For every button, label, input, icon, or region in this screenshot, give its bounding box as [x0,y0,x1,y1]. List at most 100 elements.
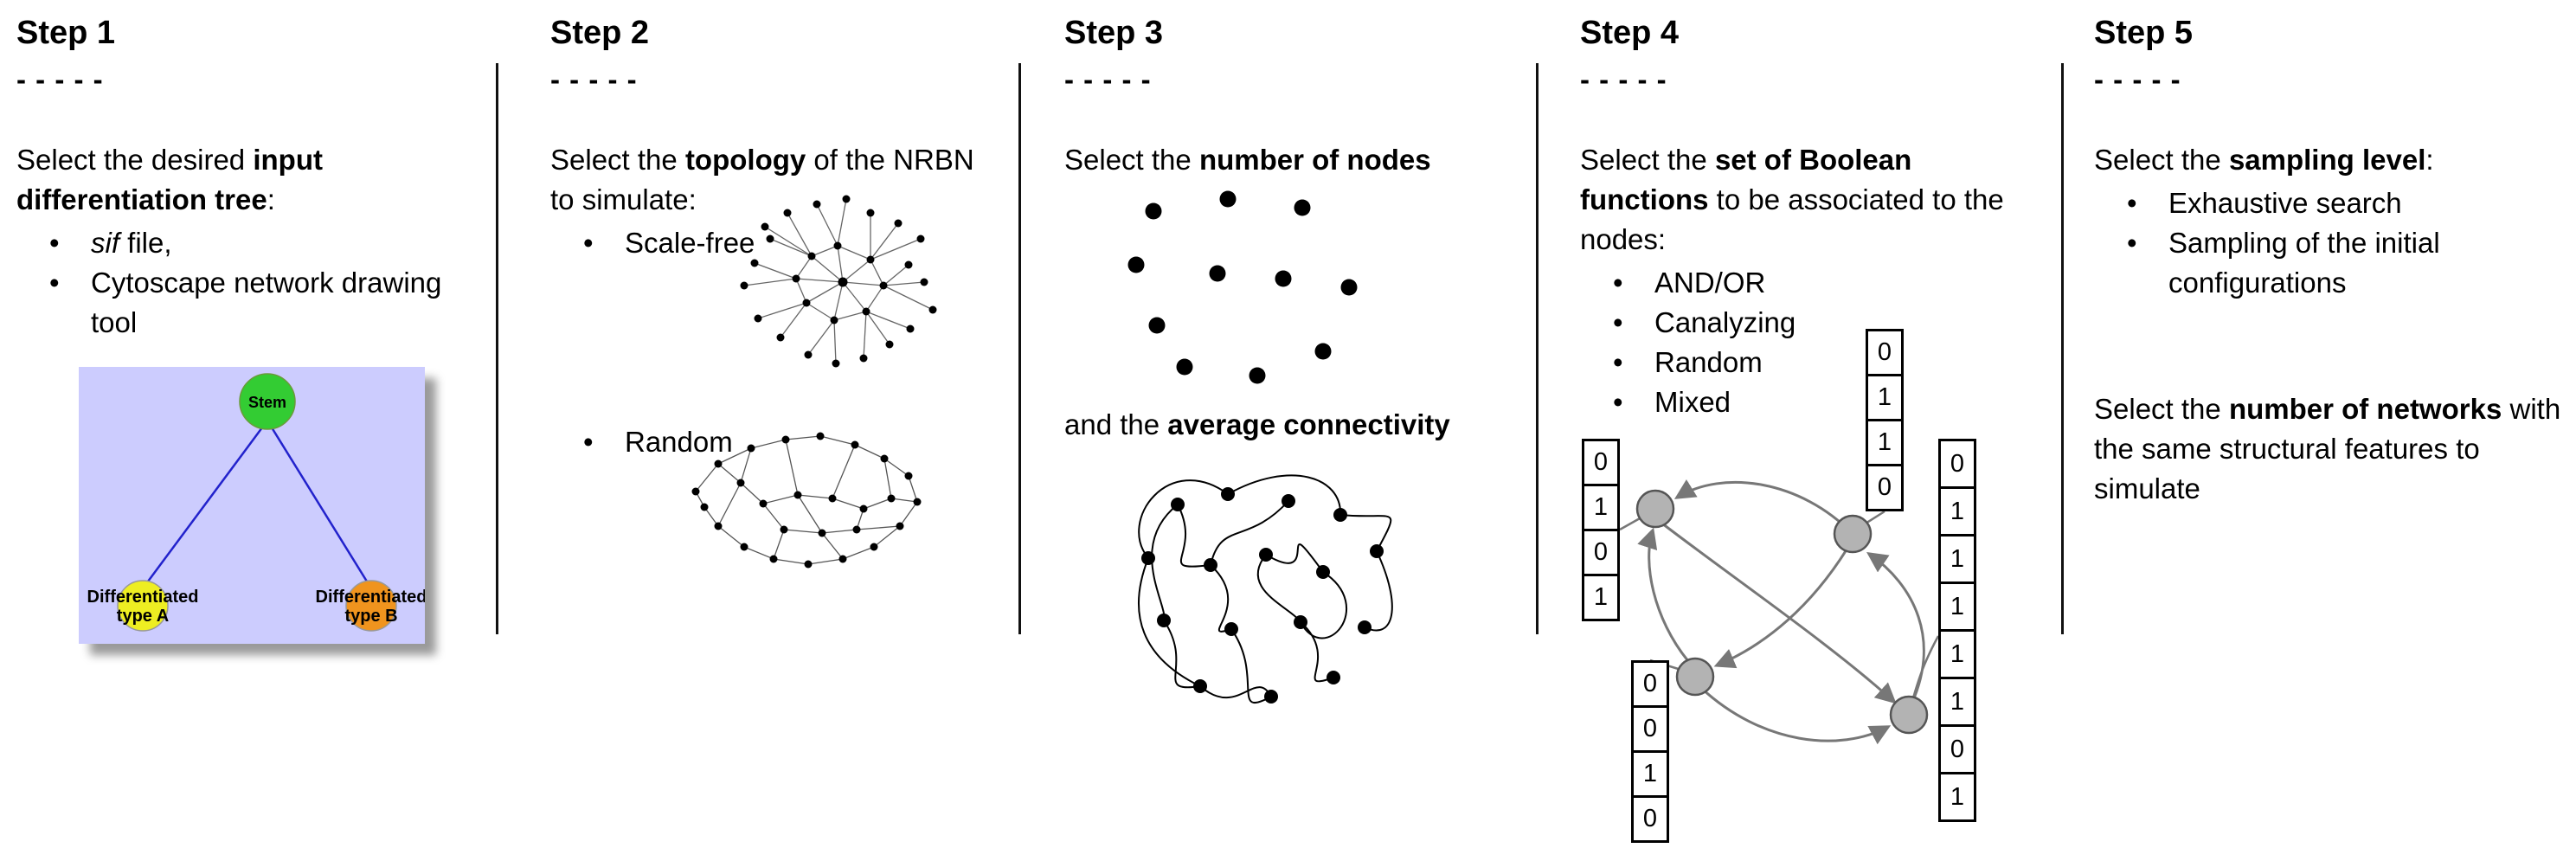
intro-text: to be associated to the nodes: [1580,183,2004,255]
step-5-bullet-list: Exhaustive search Sampling of the initia… [2094,183,2576,303]
bullet-text: Canalyzing [1654,306,1796,338]
list-item: Random [583,422,983,462]
nodes-dots-figure [1127,190,1358,384]
intro-text: of the NRBN to simulate: [550,144,974,215]
step-1-bullet-list: sif file, Cytoscape network drawing tool [16,223,479,343]
list-item: AND/OR [1613,263,2030,303]
step-5-sampling-text: Select the sampling level: [2094,140,2576,180]
step-3-dashes: - - - - - [1064,63,1152,95]
step-2-dashes: - - - - - [550,63,638,95]
intro-text: Select the desired [16,144,254,176]
column-divider [496,63,498,634]
random-network-edges [695,435,918,565]
truth-table-cell: 0 [1582,529,1620,576]
truth-table-cell: 0 [1866,329,1904,376]
step-1-column: Step 1 - - - - - Select the desired inpu… [16,14,479,644]
differentiation-tree-svg: Stem Differentiated type A Differentiate… [79,367,427,644]
stem-node [239,373,296,430]
truth-table-cell: 0 [1582,439,1620,486]
tree-edges [141,420,373,589]
list-item: Mixed [1613,382,2030,422]
intro-bold: number of networks [2228,393,2502,425]
truth-table-top: 0 1 1 0 [1866,329,1904,511]
truth-table-bottom-left: 0 0 1 0 [1631,660,1669,843]
step-1-intro: Select the desired input differentiation… [16,140,479,220]
truth-table-cell: 1 [1631,750,1669,798]
intro-text: Select the [1580,144,1715,176]
truth-table-left: 0 1 0 1 [1582,439,1620,621]
step-5-title: Step 5 [2094,15,2194,51]
truth-table-cell: 1 [1938,534,1976,584]
bullet-text: Exhaustive search [2168,187,2402,219]
step-4-title: Step 4 [1580,15,1680,51]
dots [1127,190,1358,384]
boolean-functions-figure: 0 1 1 0 0 1 0 1 0 0 1 0 0 1 1 1 1 1 0 1 [1580,320,1995,861]
truth-table-cell: 1 [1582,484,1620,531]
column-divider [1018,63,1021,634]
intro-text: with the same structural features to sim… [2094,393,2561,504]
intro-bold: topology [684,144,806,176]
intro-bold: average connectivity [1167,408,1450,440]
regulation-arrows [1637,479,1925,745]
intro-text: Select the [2094,393,2229,425]
step-4-intro: Select the set of Boolean functions to b… [1580,140,2030,260]
step-4-dashes: - - - - - [1580,63,1667,95]
list-item: Canalyzing [1613,303,2030,343]
intro-text: and the [1064,408,1168,440]
truth-table-cell: 0 [1631,660,1669,708]
connectivity-edges [1138,474,1393,704]
step-2-bullet-list: Scale-free Random [550,223,983,462]
list-item: Cytoscape network drawing tool [49,263,479,343]
truth-table-cell: 1 [1938,772,1976,822]
list-item: Sampling of the initial configurations [2127,223,2576,303]
step-5-dashes: - - - - - [2094,63,2181,95]
truth-table-cell: 1 [1866,419,1904,466]
truth-table-cell: 0 [1938,724,1976,774]
truth-table-cell: 1 [1938,677,1976,727]
step-4-bullet-list: AND/OR Canalyzing Random Mixed [1580,263,2030,422]
bullet-italic: sif [91,227,119,259]
truth-table-cell: 0 [1938,439,1976,489]
truth-table-cell: 0 [1631,705,1669,753]
random-network-figure [691,432,922,569]
truth-table-cell: 1 [1938,486,1976,537]
connectivity-nodes [1141,487,1384,704]
scale-free-edges [743,198,934,364]
step-3-connectivity-text: and the average connectivity [1064,405,1450,445]
step-1-dashes: - - - - - [16,63,104,95]
type-a-label-line2: type A [117,607,169,626]
truth-table-cell: 1 [1582,574,1620,621]
boolean-network-nodes [1635,489,1929,735]
bullet-text: Cytoscape network drawing tool [91,267,442,338]
truth-table-cell: 1 [1938,629,1976,679]
connectivity-network-figure [1138,474,1393,704]
differentiated-type-b-node [345,580,397,632]
type-b-label-line2: type B [344,607,397,626]
bullet-text: Random [1654,346,1763,378]
type-b-label-line1: Differentiated [316,588,425,607]
intro-bold: number of nodes [1198,144,1431,176]
truth-table-cell: 1 [1866,374,1904,421]
stem-node-label: Stem [248,394,286,411]
truth-table-cell: 0 [1866,464,1904,511]
intro-text: Select the [2094,144,2229,176]
step-5-column: Step 5 - - - - - Select the sampling lev… [2094,14,2576,509]
intro-text: Select the [550,144,685,176]
list-item: Random [1613,343,2030,382]
step-1-title: Step 1 [16,15,116,51]
intro-text: Select the [1064,144,1199,176]
intro-bold: set of Boolean functions [1580,144,1912,215]
list-item: Exhaustive search [2127,183,2576,223]
truth-table-cell: 1 [1938,581,1976,632]
scale-free-nodes [740,195,937,368]
scale-free-network-figure [740,195,937,368]
step-3-nodes-text: Select the number of nodes [1064,140,1527,180]
column-divider [1536,63,1539,634]
intro-text: : [267,183,275,215]
bullet-text: Random [625,426,733,458]
step-2-intro: Select the topology of the NRBN to simul… [550,140,983,220]
step-2-title: Step 2 [550,15,650,51]
bullet-text: Scale-free [625,227,755,259]
step-3-column: Step 3 - - - - - Select the number of no… [1064,14,1527,704]
